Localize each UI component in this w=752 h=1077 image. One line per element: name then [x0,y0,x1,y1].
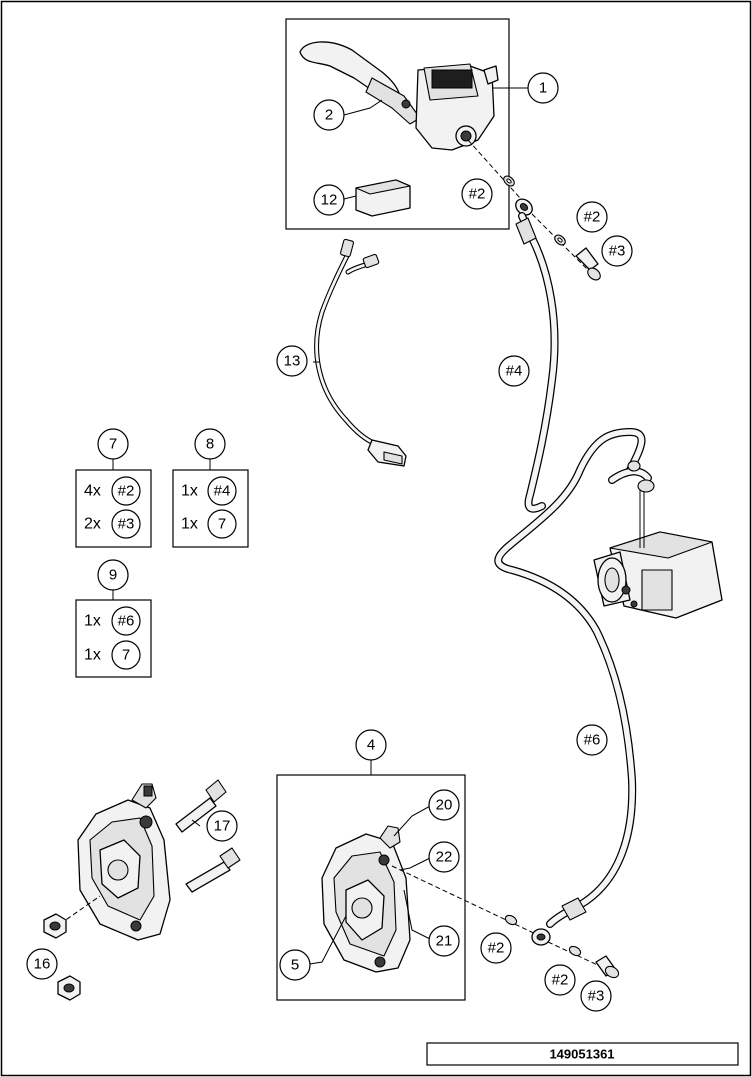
callout-20-label: 20 [436,797,453,814]
figure-number: 149051361 [549,1047,614,1062]
callout-5: 5 [279,949,311,981]
caliper-nut [57,975,81,1001]
brake-caliper [321,825,411,973]
callout-20: 20 [428,789,460,821]
leader-lines [191,87,528,965]
callout-4: 4 [355,729,387,761]
callout-22: 22 [428,841,460,873]
callout-17-label: 17 [214,818,231,835]
callout-ref-2a: #2 [461,178,493,210]
callout-4-label: 4 [367,737,375,754]
callout-17: 17 [206,810,238,842]
callout-13-label: 13 [284,353,301,370]
kit-7-qty-1: 4x [84,483,101,500]
callout-9-label: 9 [109,567,117,584]
kit-9-ref-2: 7 [122,647,130,664]
banjo-fitting-bottom [531,928,551,946]
callout-8: 8 [194,428,226,460]
callout-ref-6: #6 [576,724,608,756]
callout-8-label: 8 [206,436,214,453]
sealing-washer [554,234,566,246]
callout-21-label: 21 [436,933,453,950]
callout-13: 13 [276,345,308,377]
banjo-bolt-top [575,247,601,281]
callout-ref-3b-label: #3 [588,988,605,1005]
callout-12: 12 [313,184,345,216]
kit-7-ref-2: #3 [118,516,135,533]
callout-ref-2b: #2 [576,201,608,233]
abs-sensor-cable [314,238,407,467]
callout-ref-3b: #3 [580,980,612,1012]
callout-5-label: 5 [291,957,299,974]
callout-2-label: 2 [325,107,333,124]
callout-7-label: 7 [109,436,117,453]
callout-ref-2c-label: #2 [488,940,505,957]
banjo-bolt-bottom [595,955,620,979]
callout-ref-2b-label: #2 [584,209,601,226]
callout-ref-4-label: #4 [506,363,523,380]
callout-ref-2c: #2 [480,932,512,964]
callout-ref-3a-label: #3 [609,243,626,260]
sealing-washer [568,945,582,957]
kit-9-ref-1: #6 [118,613,135,630]
callout-ref-6-label: #6 [584,732,601,749]
master-cylinder-group-box [285,18,510,230]
sealing-washer [504,914,518,926]
callout-12-label: 12 [321,192,338,209]
master-cylinder [415,63,499,151]
callout-ref-4: #4 [498,355,530,387]
abs-hydraulic-unit [593,460,723,619]
caliper-bolt [175,779,227,833]
kit-8-ref-1: #4 [214,483,231,500]
assembly-axis-line [467,139,521,199]
kit-8-ref-2: 7 [218,516,226,533]
callout-ref-3a: #3 [601,235,633,267]
callout-1: 1 [527,72,559,104]
banjo-fitting-top [515,198,533,216]
callout-16: 16 [26,948,58,980]
caliper-nut [43,913,67,939]
callout-ref-2d-label: #2 [552,972,569,989]
kit-8-qty-2: 1x [181,516,198,533]
brake-hose-4 [515,212,559,513]
callout-7: 7 [97,428,129,460]
callout-2: 2 [313,99,345,131]
callout-22-label: 22 [436,849,453,866]
kit-7-qty-2: 2x [84,516,101,533]
brake-light-switch [355,179,411,217]
brake-lever [299,41,421,125]
kit-9-qty-2: 1x [84,647,101,664]
brake-hose-6 [494,428,652,928]
callout-ref-2d: #2 [544,964,576,996]
callout-16-label: 16 [34,956,51,973]
kit-7-ref-1: #2 [118,483,135,500]
figure-number-box: 149051361 [426,1042,739,1066]
kit-8-qty-1: 1x [181,483,198,500]
brake-caliper-loose [77,783,171,941]
callout-ref-2a-label: #2 [469,186,486,203]
callout-9: 9 [97,559,129,591]
sealing-washer [503,175,515,187]
callout-1-label: 1 [539,80,547,97]
callout-21: 21 [428,925,460,957]
caliper-bolt [185,847,241,893]
kit-9-qty-1: 1x [84,613,101,630]
